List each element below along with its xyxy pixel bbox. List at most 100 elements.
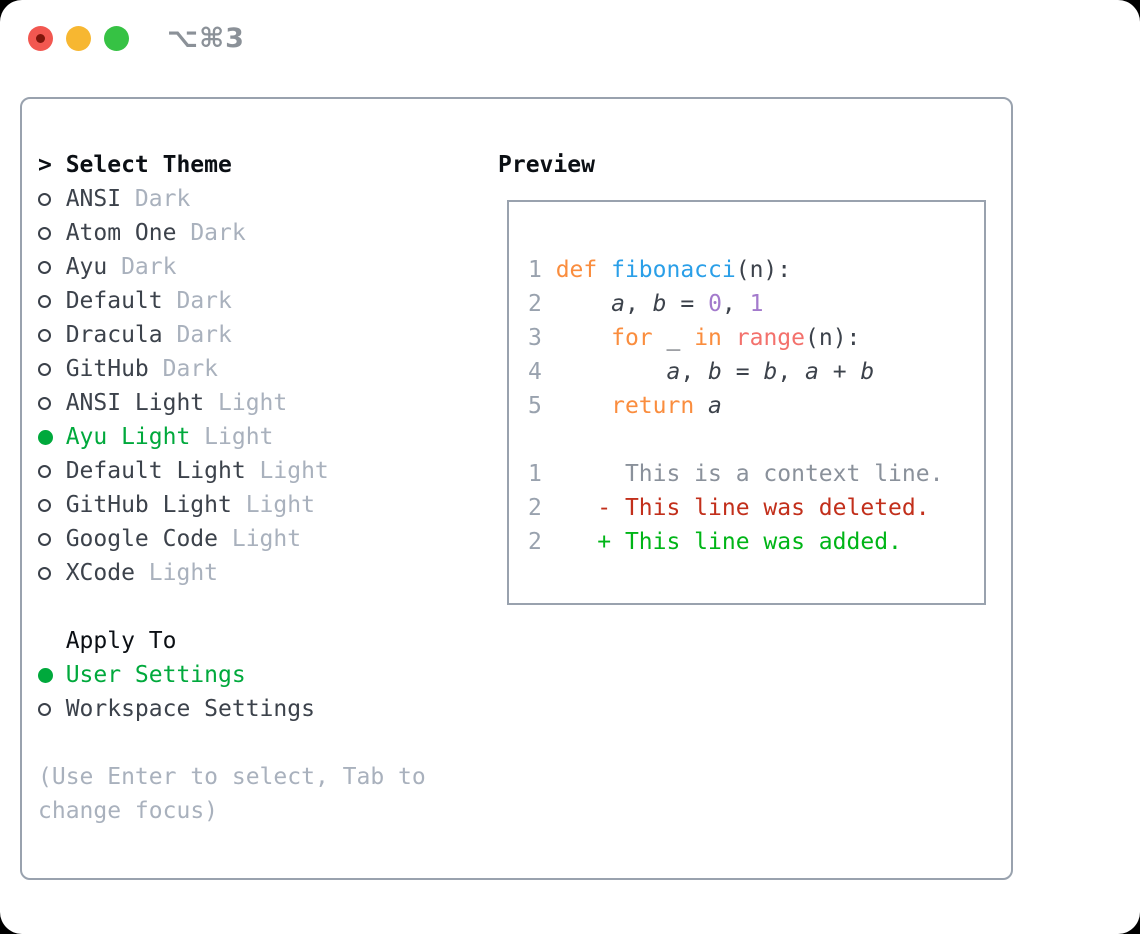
radio-unselected-icon xyxy=(38,396,51,410)
option-variant-label: Light xyxy=(148,560,219,586)
token-plain: _ xyxy=(652,325,695,351)
radio-unselected-icon xyxy=(38,498,51,512)
option-label: XCode xyxy=(65,560,135,586)
radio-cell xyxy=(38,328,66,342)
radio-cell xyxy=(38,498,66,512)
line-number: 4 xyxy=(528,359,556,385)
radio-cell xyxy=(38,667,66,683)
token-plain xyxy=(722,325,736,351)
theme-option-atom-one[interactable]: Atom One Dark xyxy=(38,216,426,250)
radio-unselected-icon xyxy=(38,532,51,546)
theme-option-xcode[interactable]: XCode Light xyxy=(38,556,426,590)
token-del: - This line was deleted. xyxy=(597,495,930,521)
token-num: 0 xyxy=(708,291,722,317)
theme-option-default-light[interactable]: Default Light Light xyxy=(38,454,426,488)
option-label: ANSI Light xyxy=(65,390,205,416)
token-plain: , xyxy=(721,291,750,317)
option-variant-label: Dark xyxy=(176,322,232,348)
theme-option-default[interactable]: Default Dark xyxy=(38,284,426,318)
radio-cell xyxy=(38,566,66,580)
token-plain xyxy=(556,495,598,521)
radio-unselected-icon xyxy=(38,362,51,376)
spacer-row xyxy=(38,590,426,624)
option-variant-label: Dark xyxy=(176,288,232,314)
option-label: Ayu xyxy=(65,254,108,280)
option-variant-label: Dark xyxy=(121,254,177,280)
option-label: Workspace Settings xyxy=(65,696,315,722)
token-plain xyxy=(556,291,611,317)
line-number: 2 xyxy=(528,529,556,555)
option-variant-label: Dark xyxy=(190,220,246,246)
option-label: Default Light xyxy=(65,458,246,484)
token-var: a xyxy=(708,393,722,419)
close-button[interactable] xyxy=(28,26,53,51)
token-plain: , xyxy=(777,359,806,385)
radio-cell xyxy=(38,396,66,410)
option-variant-label: Light xyxy=(259,458,329,484)
maximize-button[interactable] xyxy=(104,26,129,51)
radio-unselected-icon xyxy=(38,260,51,274)
token-var: b xyxy=(763,359,778,385)
option-label: Default xyxy=(65,288,163,314)
minimize-button[interactable] xyxy=(66,26,91,51)
token-plain: = xyxy=(721,359,764,385)
line-number: 5 xyxy=(528,393,556,419)
radio-selected-icon xyxy=(38,429,53,445)
token-var: a xyxy=(611,291,625,317)
token-var: b xyxy=(860,359,875,385)
close-dot-icon xyxy=(36,34,45,43)
radio-cell xyxy=(38,464,66,478)
line-number: 1 xyxy=(528,257,556,283)
radio-unselected-icon xyxy=(38,464,51,478)
token-var: a xyxy=(666,359,681,385)
token-kw: for xyxy=(611,325,653,351)
apply-to-title: Apply To xyxy=(65,628,177,654)
token-plain: (n): xyxy=(735,257,792,283)
token-kw: return xyxy=(611,393,695,419)
radio-cell xyxy=(38,429,66,445)
theme-option-workspace-settings[interactable]: Workspace Settings xyxy=(38,692,426,726)
token-plain xyxy=(556,529,598,555)
radio-unselected-icon xyxy=(38,226,51,240)
theme-option-ayu[interactable]: Ayu Dark xyxy=(38,250,426,284)
radio-cell xyxy=(38,226,66,240)
option-variant-label: Light xyxy=(218,390,288,416)
code-line: 1 This is a context line. xyxy=(528,457,984,491)
option-label: ANSI xyxy=(65,186,122,212)
token-plain: = xyxy=(666,291,709,317)
token-kw: def xyxy=(555,257,612,283)
theme-option-user-settings[interactable]: User Settings xyxy=(38,658,426,692)
token-plain xyxy=(694,393,708,419)
token-plain xyxy=(556,359,667,385)
radio-cell xyxy=(38,532,66,546)
token-call: range xyxy=(735,325,805,351)
radio-unselected-icon xyxy=(38,328,51,342)
token-plain: , xyxy=(624,291,653,317)
token-plain: , xyxy=(680,359,709,385)
code-line: 3 for _ in range(n): xyxy=(528,321,984,355)
select-theme-title: Select Theme xyxy=(65,152,232,178)
prompt-icon: > xyxy=(38,152,52,178)
code-line: 2 + This line was added. xyxy=(528,525,984,559)
token-plain: + xyxy=(818,359,861,385)
spacer-row xyxy=(38,726,426,760)
option-variant-label: Light xyxy=(231,526,302,552)
radio-unselected-icon xyxy=(38,192,51,206)
token-plain: (n): xyxy=(805,325,861,351)
option-label: Atom One xyxy=(65,220,177,246)
theme-option-ansi-light[interactable]: ANSI Light Light xyxy=(38,386,426,420)
apply-to-header-row: Apply To xyxy=(38,624,426,658)
radio-selected-icon xyxy=(38,667,53,683)
line-number: 2 xyxy=(528,291,556,317)
